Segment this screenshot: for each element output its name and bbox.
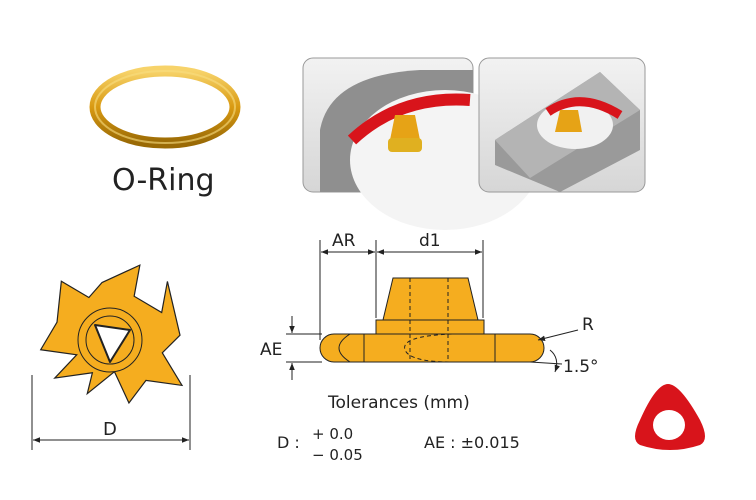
dimension-d1-label: d1 <box>419 231 441 251</box>
o-ring-label: O-Ring <box>112 163 215 198</box>
dimension-d-label: D <box>103 419 117 440</box>
tolerance-d-minus: − 0.05 <box>312 446 363 464</box>
installed-photo-square <box>478 57 646 193</box>
tolerance-d-label: D : <box>277 433 300 452</box>
o-ring-image <box>89 65 241 149</box>
dimension-d <box>31 375 191 450</box>
dimension-r-label: R <box>582 315 594 335</box>
dimension-angle-label: 1.5° <box>563 357 599 377</box>
installed-photo-round <box>302 57 540 230</box>
tolerance-d-plus: + 0.0 <box>312 425 353 443</box>
tolerances-title: Tolerances (mm) <box>327 393 470 413</box>
dimension-ar-label: AR <box>332 231 356 251</box>
cutter-top-view <box>39 264 184 405</box>
tolerance-ae: AE : ±0.015 <box>424 433 520 452</box>
trigon-profile-icon <box>635 384 705 450</box>
insert-side-view <box>286 240 579 380</box>
dimension-ae-label: AE <box>260 340 282 360</box>
